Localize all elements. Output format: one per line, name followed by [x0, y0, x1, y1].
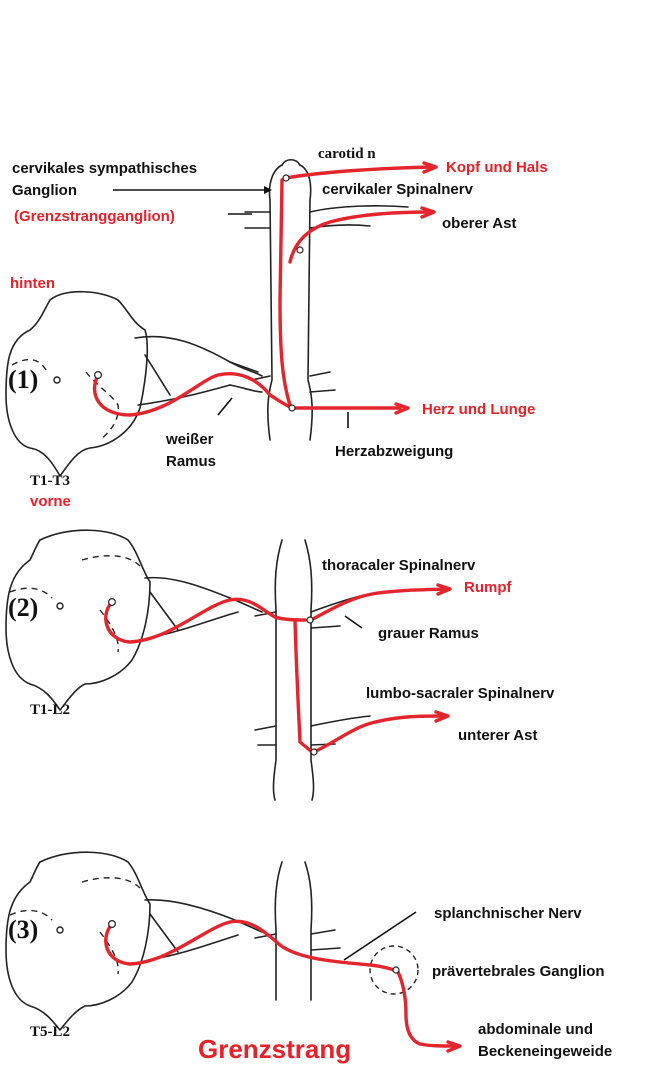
- level-1-label: T1-T3: [30, 473, 70, 489]
- abdominal-label-2: Beckeneingeweide: [478, 1043, 612, 1060]
- neuron-cell-body-3a: [109, 921, 116, 928]
- cervical-ganglion-label-1: cervikales sympathisches: [12, 160, 197, 177]
- upper-branch-fiber: [290, 212, 430, 262]
- ganglion-top: [282, 160, 300, 165]
- cord-dashes-2b: [82, 556, 140, 566]
- thoracic-branch-right-3: [311, 930, 340, 950]
- neuron-cell-body-1a: [95, 372, 102, 379]
- neuron-cell-body-3b: [393, 967, 399, 973]
- white-ramus-label-1: weißer: [165, 431, 214, 448]
- white-ramus-label-2: Ramus: [166, 453, 216, 470]
- dorsal-root-3: [145, 900, 262, 932]
- neuron-cell-body-1c: [297, 247, 303, 253]
- root-inner-2: [150, 592, 178, 630]
- panel-2: thoracaler Spinalnerv Rumpf (2) grauer R…: [6, 530, 555, 800]
- panel-2-number: (2): [8, 593, 38, 622]
- kopf-hals-label: Kopf und Hals: [446, 159, 548, 176]
- dorsal-root-2: [145, 578, 262, 612]
- central-canal-1: [54, 377, 60, 383]
- white-ramus-pointer: [218, 398, 232, 415]
- panel-3: splanchnischer Nerv (3) prävertebrales G…: [6, 852, 612, 1060]
- level-2-label: T1-L2: [30, 702, 70, 718]
- level-3-label: T5-L2: [30, 1024, 70, 1040]
- lower-branch-label: unterer Ast: [458, 727, 537, 744]
- posterior-label: hinten: [10, 275, 55, 292]
- visceral-fiber: [398, 972, 456, 1046]
- lumbar-branch-left: [255, 726, 276, 745]
- panel-1-number: (1): [8, 365, 38, 394]
- sympathetic-trunk-3: [275, 862, 312, 1000]
- panel-1: carotid n cervikales sympathisches Gangl…: [6, 146, 548, 510]
- cardiac-branch-label: Herzabzweigung: [335, 443, 453, 460]
- neuron-cell-body-2a: [109, 599, 116, 606]
- cervical-spinal-nerve-label: cervikaler Spinalnerv: [322, 181, 474, 198]
- trunk-label: Rumpf: [464, 579, 512, 596]
- diagram-title: Grenzstrang: [198, 1034, 351, 1064]
- neuron-cell-body-2b: [307, 617, 313, 623]
- heart-lung-label: Herz und Lunge: [422, 401, 535, 418]
- neuron-cell-body-1b: [283, 175, 289, 181]
- anterior-label: vorne: [30, 493, 71, 510]
- carotid-label: carotid n: [318, 146, 376, 162]
- splanchnic-pointer: [344, 912, 416, 960]
- neuron-cell-body-2c: [311, 749, 317, 755]
- cervical-ganglion-label-2: Ganglion: [12, 182, 77, 199]
- ganglion-pointer-head: [264, 186, 272, 194]
- lumbar-branch-right: [311, 716, 370, 745]
- descending-fiber: [295, 620, 312, 752]
- prevertebral-ganglion-label: prävertebrales Ganglion: [432, 963, 605, 980]
- grey-ramus-label: grauer Ramus: [378, 625, 479, 642]
- panel-3-number: (3): [8, 915, 38, 944]
- central-canal-3: [57, 927, 63, 933]
- neuron-cell-body-1d: [289, 405, 295, 411]
- lumbosacral-spinal-nerve-label: lumbo-sacraler Spinalnerv: [366, 685, 555, 702]
- root-inner-3: [150, 914, 178, 952]
- thoracic-spinal-nerve-label: thoracaler Spinalnerv: [322, 557, 476, 574]
- grey-ramus-pointer: [345, 616, 362, 628]
- ascending-fiber: [280, 180, 290, 405]
- central-canal-2: [57, 603, 63, 609]
- thoracic-branch-right-1: [310, 372, 335, 392]
- cord-dashes-3b: [82, 878, 140, 888]
- abdominal-label-1: abdominale und: [478, 1021, 593, 1038]
- upper-branch-label: oberer Ast: [442, 215, 516, 232]
- splanchnic-nerve-label: splanchnischer Nerv: [434, 905, 582, 922]
- root-inner-1: [145, 355, 170, 395]
- grenzstrangganglion-label: (Grenzstrangganglion): [14, 208, 175, 225]
- sympathetic-trunk-2: [273, 540, 313, 800]
